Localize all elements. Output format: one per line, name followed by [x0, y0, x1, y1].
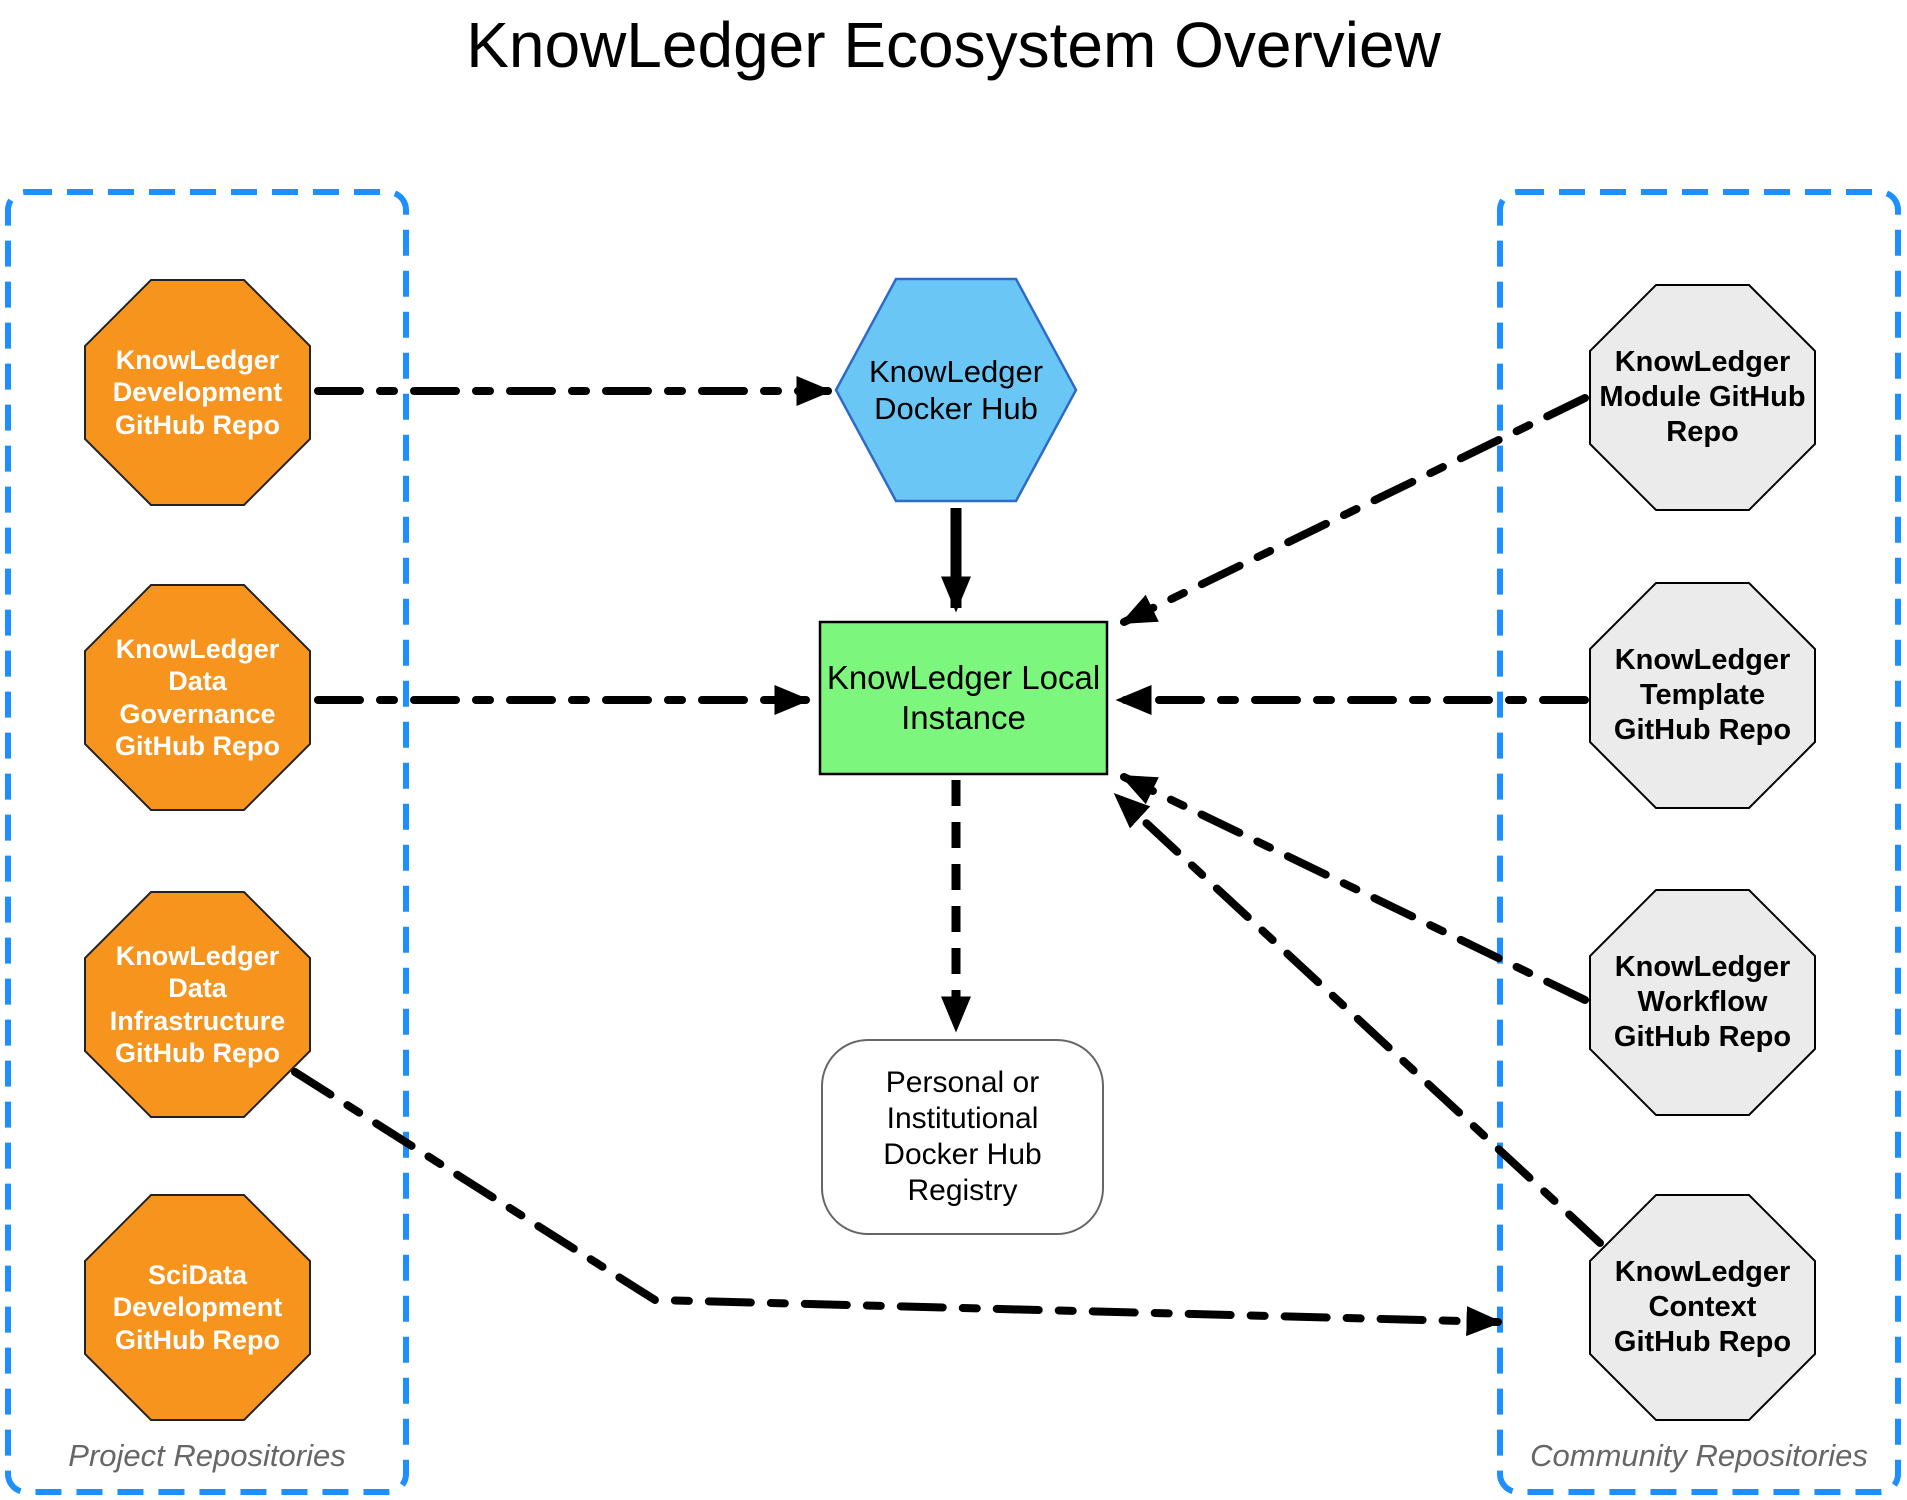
module-repo-shape [1589, 284, 1816, 511]
project-repositories-box [5, 189, 409, 1495]
scidata-repo-label: SciData Development GitHub Repo [112, 1259, 283, 1355]
scidata-repo-shape [84, 1194, 311, 1421]
data-gov-repo-label: KnowLedger Data Governance GitHub Repo [115, 633, 280, 761]
community-repositories-label: Community Repositories [1530, 1438, 1868, 1473]
edge-module-repo-to-local-instance [1119, 394, 1589, 626]
context-repo-label: KnowLedger Context GitHub Repo [1613, 1256, 1792, 1358]
local-instance-label: KnowLedger Local Instance [826, 659, 1101, 736]
edge-context-repo-to-local-instance [1113, 792, 1604, 1247]
edge-data-infra-repo-to-context-repo [291, 1068, 1503, 1337]
registry-shape [821, 1039, 1104, 1235]
dev-repo-label: KnowLedger Development GitHub Repo [112, 344, 283, 440]
community-repositories-box [1497, 189, 1901, 1495]
data-gov-repo-shape [84, 584, 311, 811]
context-repo-shape [1589, 1194, 1816, 1421]
module-repo-label: KnowLedger Module GitHub Repo [1599, 346, 1806, 448]
template-repo-label: KnowLedger Template GitHub Repo [1613, 644, 1792, 746]
edge-workflow-repo-to-local-instance [1119, 773, 1589, 1004]
template-repo-shape [1589, 582, 1816, 809]
docker-hub-label: KnowLedger Docker Hub [868, 353, 1044, 426]
project-repositories-label: Project Repositories [68, 1438, 346, 1473]
workflow-repo-label: KnowLedger Workflow GitHub Repo [1613, 951, 1792, 1053]
dev-repo-shape [84, 279, 311, 506]
registry-label: Personal or Institutional Docker Hub Reg… [883, 1066, 1042, 1207]
local-instance-shape [818, 620, 1109, 776]
data-infra-repo-shape [84, 891, 311, 1118]
data-infra-repo-label: KnowLedger Data Infrastructure GitHub Re… [109, 940, 286, 1068]
docker-hub-shape [834, 277, 1078, 503]
page-title: KnowLedger Ecosystem Overview [466, 9, 1441, 81]
workflow-repo-shape [1589, 889, 1816, 1116]
